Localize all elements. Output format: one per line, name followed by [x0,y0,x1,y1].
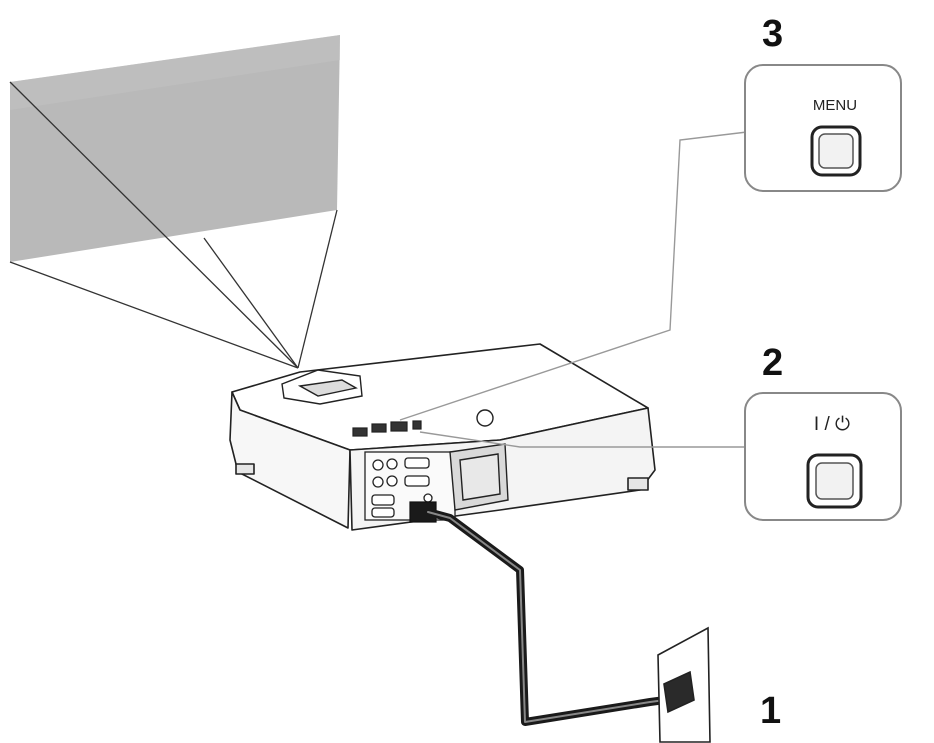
power-cable-highlight [427,511,666,723]
projector-foot-left [235,463,255,475]
connector-panel [364,451,456,521]
top-sensor [476,409,494,427]
menu-button-inner [818,133,854,169]
leader-lines [399,131,748,448]
power-button-inner [815,462,854,500]
power-plug [663,670,695,714]
projector-left-side [229,391,351,529]
leader-line-menu [399,131,748,421]
step-number-2: 2 [762,342,783,384]
callout-menu: MENU [744,64,902,192]
callout-power: I / ⏻ [744,392,902,521]
callout-menu-label: MENU [813,97,857,114]
projection-beam [9,81,338,369]
callout-power-label: I / ⏻ [814,414,850,435]
step-number-3: 3 [762,13,783,55]
wall-outlet [657,626,711,743]
screen-shade [10,35,340,110]
projector-foot-right [627,477,649,491]
lens-housing [281,369,363,405]
leader-line-power [419,431,747,448]
step-number-1: 1 [760,690,781,732]
power-cable [424,508,669,726]
control-panel [352,420,422,437]
lamp-cover [449,443,509,511]
